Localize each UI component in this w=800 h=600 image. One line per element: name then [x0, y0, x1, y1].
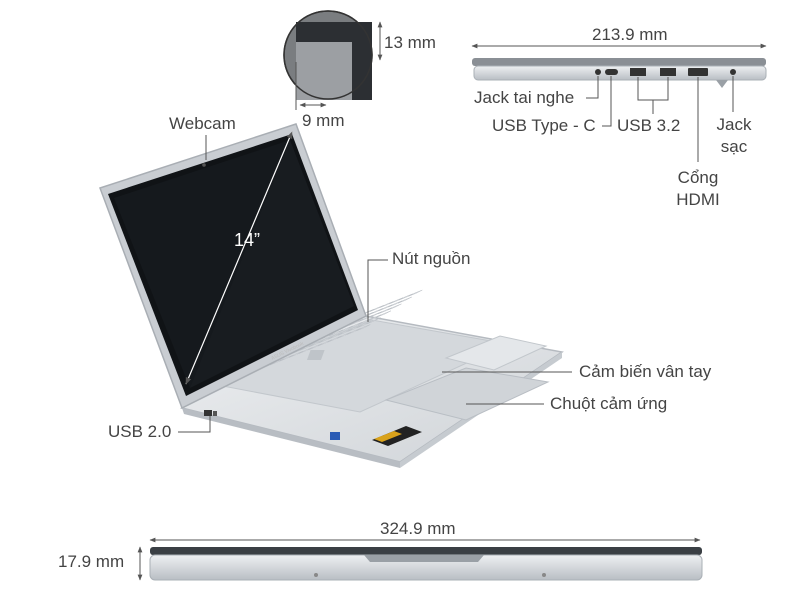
keyboard-key	[377, 310, 392, 318]
laptop-illustration: ASUS Vivobook	[99, 123, 572, 468]
side-width-label: 213.9 mm	[592, 25, 668, 44]
hdmi-label-1: Cổng	[677, 168, 719, 187]
touchpad	[384, 367, 550, 421]
bezel-top-label: 13 mm	[384, 33, 436, 52]
usb-c-label: USB Type - C	[492, 116, 596, 135]
usb-32-port-2	[660, 68, 676, 76]
webcam-label: Webcam	[169, 114, 236, 133]
charge-jack-label-1: Jack	[716, 115, 752, 134]
charge-jack-label-2: sạc	[720, 137, 748, 156]
keyboard-key	[408, 289, 423, 297]
side-view	[471, 43, 767, 162]
bezel-detail-circle	[283, 10, 383, 110]
screen-size-label: 14”	[234, 230, 261, 250]
audio-jack-label: Jack tai nghe	[474, 88, 575, 107]
charge-jack-port	[730, 69, 736, 75]
touchpad-label: Chuột cảm ứng	[550, 394, 668, 413]
hdmi-label-2: HDMI	[676, 190, 720, 209]
bezel-side-label: 9 mm	[302, 111, 345, 130]
usb-20-port	[204, 410, 212, 416]
usb-20-label: USB 2.0	[108, 422, 172, 441]
usb-32-port-1	[630, 68, 646, 76]
front-view	[137, 537, 703, 581]
keyboard-key	[397, 296, 412, 304]
length-label: 324.9 mm	[380, 519, 456, 538]
fingerprint-sensor	[306, 350, 325, 360]
keyboard-key	[356, 324, 371, 332]
keyboard-key	[387, 303, 402, 311]
usb-c-port	[605, 69, 618, 75]
fingerprint-label: Cảm biến vân tay	[579, 362, 712, 381]
hdmi-port	[688, 68, 708, 76]
audio-jack-port	[595, 69, 601, 75]
power-button-label: Nút nguồn	[392, 249, 471, 268]
thickness-label: 17.9 mm	[58, 552, 125, 571]
usb-32-label: USB 3.2	[617, 116, 681, 135]
screen-diagonal-dim	[185, 131, 293, 385]
keyboard-key	[366, 317, 381, 325]
